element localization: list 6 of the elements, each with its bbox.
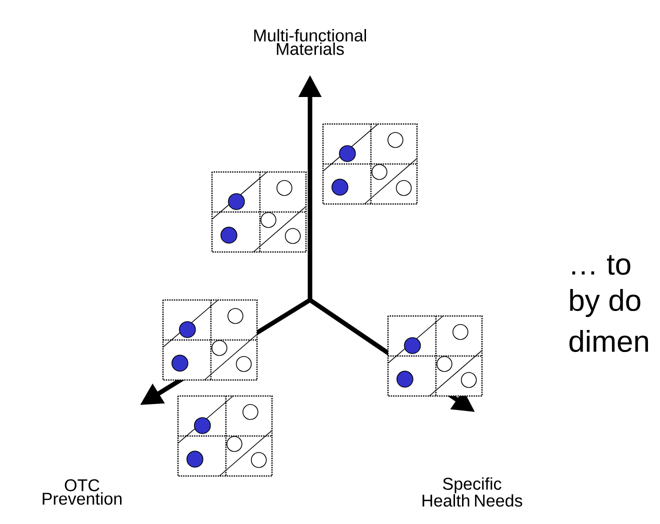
side-text: … to — [572, 255, 630, 275]
side-text: dimen — [569, 330, 648, 352]
axis-label: OTC Prevention — [42, 479, 122, 505]
side-text: by do — [570, 289, 640, 317]
axis-label: Multi-functional Materials — [254, 29, 366, 55]
axis-label: Specific Health Needs — [422, 477, 522, 507]
